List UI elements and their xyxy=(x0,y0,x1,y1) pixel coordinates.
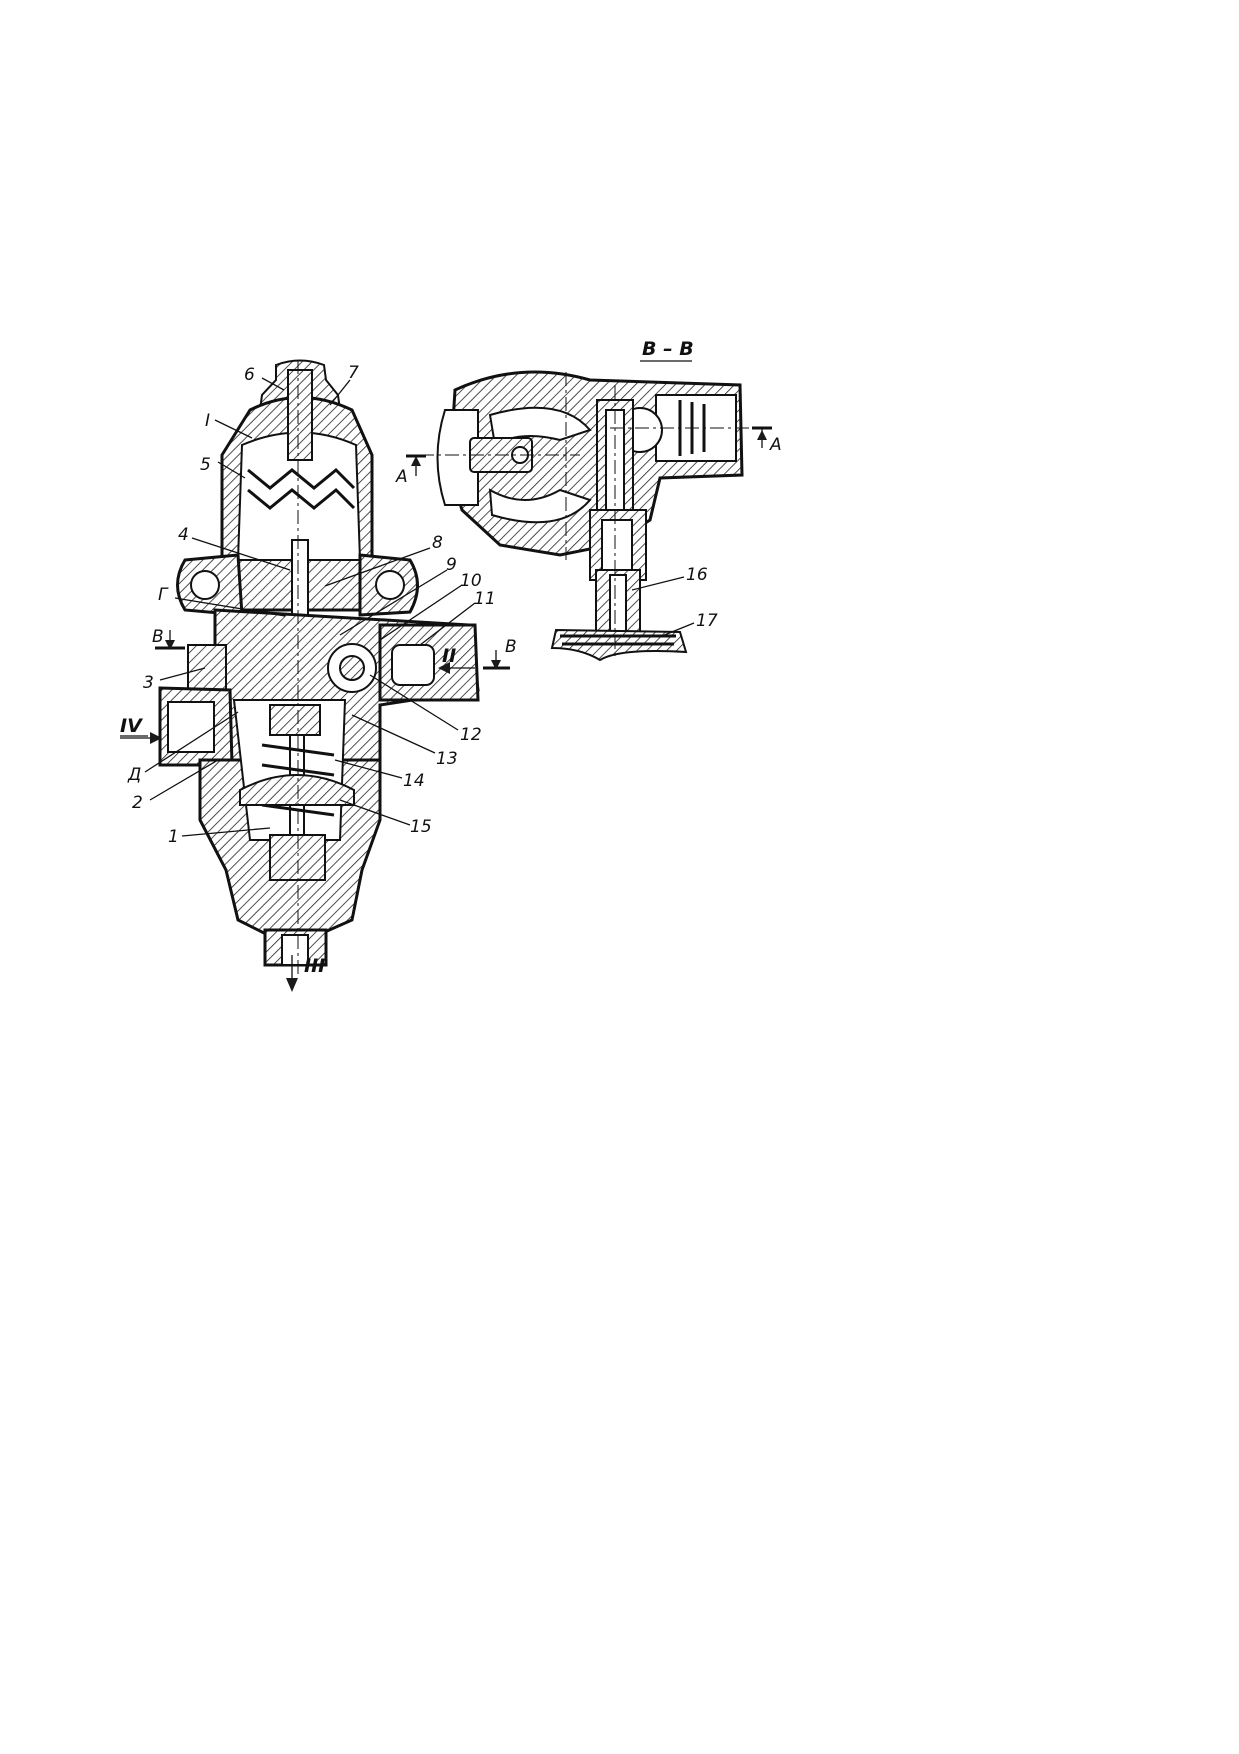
label-3: 3 xyxy=(143,673,154,693)
label-17: 17 xyxy=(696,611,718,631)
label-1: 1 xyxy=(168,827,179,847)
label-a-left: А xyxy=(395,467,408,487)
label-2: 2 xyxy=(132,793,143,813)
label-5: 5 xyxy=(200,455,211,475)
section-view: В – В xyxy=(395,338,782,662)
label-a-right: А xyxy=(769,435,782,455)
label-port-II: II xyxy=(442,645,456,667)
label-4: 4 xyxy=(178,525,189,545)
leader-lines xyxy=(144,377,476,837)
label-9: 9 xyxy=(446,555,457,575)
label-8: 8 xyxy=(432,533,443,553)
spring xyxy=(247,467,356,490)
label-section-left: В xyxy=(152,627,164,647)
label-cavity-I: I xyxy=(205,411,210,431)
label-11: 11 xyxy=(474,589,496,609)
main-sectional-view: 6 7 I 5 4 8 Г 9 10 11 В В II 3 IV 12 13 … xyxy=(120,359,517,992)
label-12: 12 xyxy=(460,725,482,745)
adjusting-screw xyxy=(287,369,313,461)
label-10: 10 xyxy=(460,571,482,591)
label-7: 7 xyxy=(348,363,359,383)
label-cavity-G: Г xyxy=(158,585,169,605)
section-title: В – В xyxy=(642,338,694,360)
label-14: 14 xyxy=(403,771,425,791)
label-15: 15 xyxy=(410,817,432,837)
label-cavity-D: Д xyxy=(127,765,141,785)
label-port-IV: IV xyxy=(120,715,143,737)
label-16: 16 xyxy=(686,565,708,585)
label-port-III: III xyxy=(304,955,325,977)
plug xyxy=(187,644,227,694)
label-13: 13 xyxy=(436,749,458,769)
label-section-right: В xyxy=(505,637,517,657)
label-6: 6 xyxy=(244,365,255,385)
